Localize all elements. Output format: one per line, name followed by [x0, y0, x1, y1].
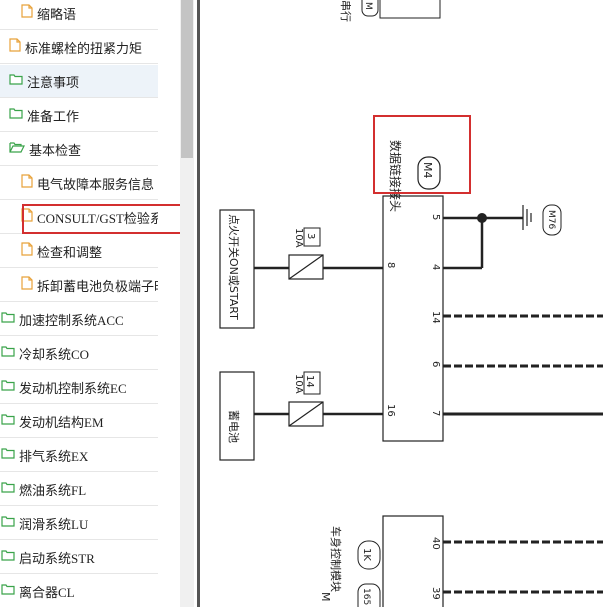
tree-item[interactable]: 注意事项	[0, 65, 158, 98]
tree-item[interactable]: 发动机结构EM	[0, 405, 158, 438]
folder-icon	[1, 379, 15, 395]
connector-name: 数据链接接头	[388, 140, 403, 212]
pin-label: 8	[385, 262, 396, 268]
tree-item-label: 标准螺栓的扭紧力矩	[25, 40, 143, 56]
battery-label: 蓄电池	[227, 410, 240, 443]
connector-code-tag	[417, 156, 441, 190]
ignition-label: 点火开关ON或START	[227, 214, 241, 320]
connector-code: M4	[421, 162, 434, 179]
bottom-code-tag	[357, 540, 381, 570]
scrollbar-thumb[interactable]	[181, 0, 193, 158]
tree-item-label: 发动机结构EM	[19, 414, 104, 430]
tree-item[interactable]: 基本检查	[0, 133, 158, 166]
pin-label: 5	[430, 214, 441, 220]
tree-item-label: 基本检查	[29, 142, 82, 158]
folder-icon	[9, 107, 23, 123]
folder-icon	[1, 345, 15, 361]
file-icon	[21, 4, 33, 22]
tree-item-label: 缩略语	[37, 6, 77, 22]
pin-label: 16	[385, 404, 396, 417]
highlight-box-connector	[373, 115, 471, 194]
bottom-code2: 165	[361, 588, 371, 605]
navigation-tree: 缩略语标准螺栓的扭紧力矩注意事项准备工作基本检查电气故障本服务信息 CONSULT…	[0, 0, 180, 607]
tree-item[interactable]: CONSULT/GST检验系统	[0, 201, 158, 234]
folder-icon	[1, 447, 15, 463]
top-connector-tag	[361, 0, 379, 17]
tree-item-label: 离合器CL	[19, 584, 75, 600]
bottom-label: 车身控制模块	[329, 526, 343, 592]
file-icon	[21, 208, 33, 226]
wire-junction	[477, 213, 487, 223]
tree-item-label: 注意事项	[27, 74, 80, 90]
folder-icon	[1, 549, 15, 565]
folder-icon	[1, 481, 15, 497]
file-icon	[21, 242, 33, 260]
tree-item[interactable]: 缩略语	[0, 0, 158, 30]
top-connector-code: M	[363, 2, 373, 10]
data-link-connector	[382, 195, 444, 442]
tree-item-label: 检查和调整	[37, 244, 103, 260]
tree-item-label: 加速控制系统ACC	[19, 312, 124, 328]
fuse1-num: 3	[305, 233, 316, 239]
sidebar-scrollbar[interactable]	[180, 0, 194, 607]
fuse2-amp: 10A	[293, 374, 304, 394]
tree-item[interactable]: 电气故障本服务信息	[0, 167, 158, 200]
tree-item[interactable]: 发动机控制系统EC	[0, 371, 158, 404]
tree-item[interactable]: 润滑系统LU	[0, 507, 158, 540]
battery-box	[219, 371, 255, 461]
tree-item-label: 冷却系统CO	[19, 346, 90, 362]
tree-item-label: 电气故障本服务信息	[37, 176, 155, 192]
ground-code-tag	[542, 204, 562, 236]
folder-icon	[1, 413, 15, 429]
bottom-prefix: M	[319, 592, 332, 602]
fuse1-amp: 10A	[293, 228, 304, 248]
folder-icon	[1, 311, 15, 327]
pin-label: 39	[430, 587, 441, 600]
tree-item[interactable]: 标准螺栓的扭紧力矩	[0, 31, 158, 64]
tree-item-label: 启动系统STR	[19, 550, 95, 566]
folder-icon	[1, 583, 15, 599]
pin-label: 6	[430, 361, 441, 367]
bottom-code2-tag	[357, 583, 381, 607]
ground-code: M76	[546, 210, 556, 229]
tree-item[interactable]: 离合器CL	[0, 575, 158, 607]
tree-item[interactable]: 启动系统STR	[0, 541, 158, 574]
tree-item[interactable]: 冷却系统CO	[0, 337, 158, 370]
tree-item-label: 发动机控制系统EC	[19, 380, 127, 396]
folder-icon	[1, 515, 15, 531]
wiring-diagram: 串行 M 数据链接接头 M4 5 4 8 14 6 16 7 M76 点火开关O…	[219, 0, 603, 607]
bottom-code: 1K	[361, 548, 372, 561]
tree-item-label: CONSULT/GST检验系统	[37, 210, 158, 226]
folder-open-icon	[9, 141, 25, 157]
top-connector-box	[379, 0, 441, 19]
tree-item[interactable]: 拆卸蓄电池负极端子时的	[0, 269, 158, 302]
file-icon	[21, 174, 33, 192]
pin-label: 40	[430, 537, 441, 550]
bottom-module	[382, 515, 444, 607]
folder-icon	[9, 73, 23, 89]
tree-item[interactable]: 加速控制系统ACC	[0, 303, 158, 336]
tree-item[interactable]: 准备工作	[0, 99, 158, 132]
pin-label: 14	[430, 311, 441, 324]
tree-item-label: 准备工作	[27, 108, 80, 124]
tree-item[interactable]: 燃油系统FL	[0, 473, 158, 506]
viewer-border	[197, 0, 200, 607]
pin-label: 7	[430, 410, 441, 416]
file-icon	[9, 38, 21, 56]
tree-item-label: 排气系统EX	[19, 448, 89, 464]
pin-label: 4	[430, 264, 441, 270]
tree-item-label: 燃油系统FL	[19, 482, 87, 498]
tree-item-label: 润滑系统LU	[19, 516, 89, 532]
tree-item[interactable]: 排气系统EX	[0, 439, 158, 472]
tree-item[interactable]: 检查和调整	[0, 235, 158, 268]
file-icon	[21, 276, 33, 294]
top-label: 串行	[339, 0, 352, 22]
tree-item-label: 拆卸蓄电池负极端子时的	[37, 278, 158, 294]
fuse2-num: 14	[304, 375, 315, 388]
